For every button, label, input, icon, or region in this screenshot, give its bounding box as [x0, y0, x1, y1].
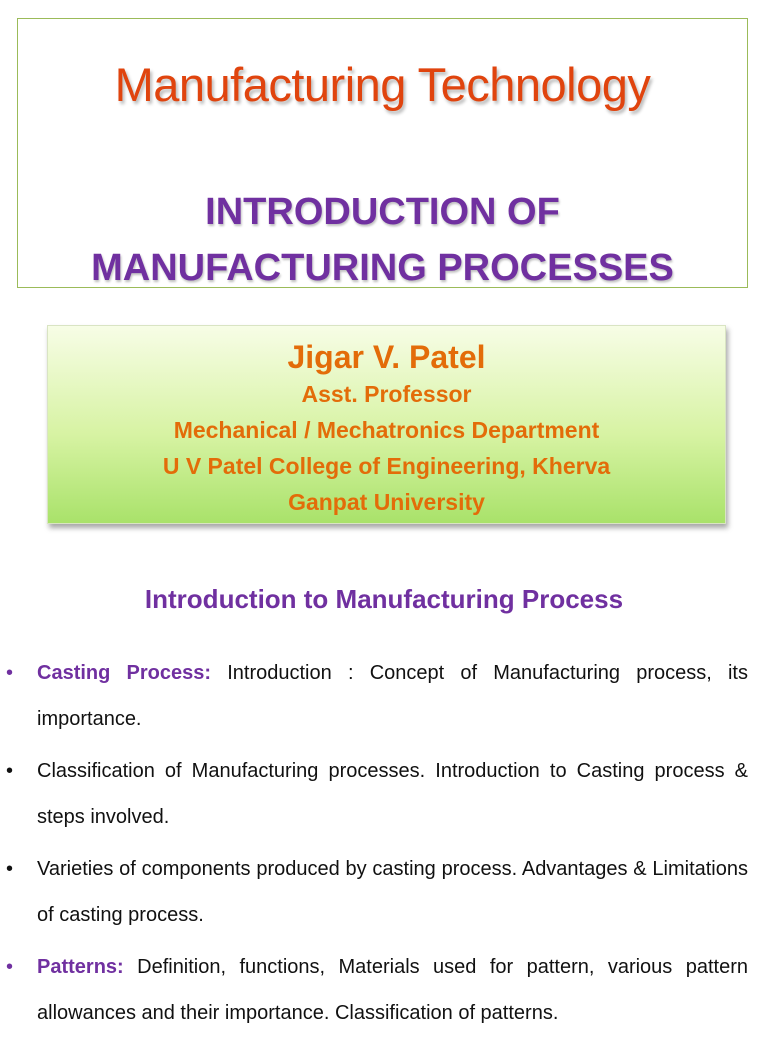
list-item: • Classification of Manufacturing proces… [0, 748, 768, 840]
author-name: Jigar V. Patel [287, 339, 486, 375]
main-title: Manufacturing Technology [114, 58, 651, 111]
title-box: Manufacturing Technology INTRODUCTION OF… [17, 18, 748, 289]
bullet-list: • Casting Process: Introduction : Concep… [0, 650, 768, 1042]
author-university: Ganpat University [288, 489, 485, 515]
sub-title: INTRODUCTION OF MANUFACTURING PROCESSES [18, 184, 747, 296]
bullet-label: Casting Process: [37, 662, 212, 684]
bullet-text: Introduction : Concept of Manufacturing … [37, 662, 748, 730]
sub-title-line-1: INTRODUCTION OF [205, 191, 560, 233]
bullet-icon: • [6, 858, 14, 880]
list-item: • Varieties of components produced by ca… [0, 846, 768, 938]
author-college: U V Patel College of Engineering, Kherva [162, 453, 611, 479]
author-box: Jigar V. Patel Asst. Professor Mechanica… [47, 325, 726, 524]
sub-title-line-2: MANUFACTURING PROCESSES [91, 247, 674, 289]
bullet-text: Definition, functions, Materials used fo… [37, 956, 748, 1024]
author-designation: Asst. Professor [301, 381, 472, 407]
bullet-label: Patterns: [37, 956, 124, 978]
author-department: Mechanical / Mechatronics Department [173, 417, 600, 443]
section-heading: Introduction to Manufacturing Process [144, 584, 624, 614]
bullet-text: Classification of Manufacturing processe… [37, 760, 748, 828]
list-item: • Patterns: Definition, functions, Mater… [0, 944, 768, 1036]
bullet-icon: • [6, 662, 14, 684]
list-item: • Casting Process: Introduction : Concep… [0, 650, 768, 742]
bullet-icon: • [6, 760, 14, 782]
bullet-icon: • [6, 956, 14, 978]
bullet-text: Varieties of components produced by cast… [37, 858, 748, 926]
